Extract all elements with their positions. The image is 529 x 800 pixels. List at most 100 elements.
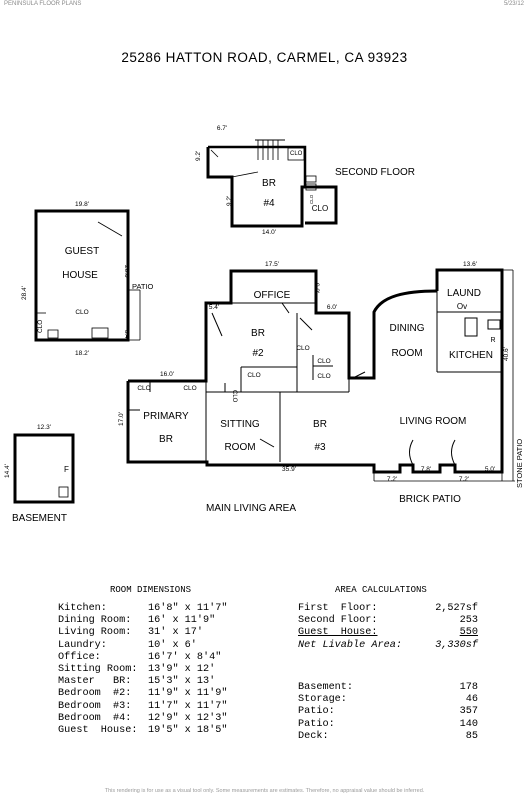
room-dim-row: Living Room: 31' x 17' xyxy=(58,627,258,639)
area-calc-value: 2,527sf xyxy=(435,603,478,614)
room-dim-value: 13'9" x 12' xyxy=(148,664,216,675)
dim-sf-top: 6.7' xyxy=(217,125,227,132)
header-brand: PENINSULA FLOOR PLANS xyxy=(4,1,82,7)
room-dim-label: Kitchen: xyxy=(58,603,107,614)
area-calc-row: Second Floor:253 xyxy=(298,615,478,627)
main-clo-6: CLO xyxy=(317,358,330,365)
dim-patio-3: 7.2' xyxy=(459,476,469,483)
area-calc-label: First Floor: xyxy=(298,603,378,614)
room-dim-value: 12'9" x 12'3" xyxy=(148,712,228,724)
room-dim-row: Office: 16'7' x 8'4" xyxy=(58,652,258,664)
bsmt-f: F xyxy=(64,465,69,474)
gh-clo-side: CLO xyxy=(37,320,44,333)
sf-room-br: BR xyxy=(262,178,276,189)
room-dim-label: Bedroom #3: xyxy=(58,700,132,712)
office-label: OFFICE xyxy=(254,290,291,301)
dim-primary-top: 16.0' xyxy=(160,371,174,378)
area-calc-value: 550 xyxy=(459,627,478,639)
dim-patio-4: 5.0' xyxy=(485,466,495,473)
page-title: 25286 HATTON ROAD, CARMEL, CA 93923 xyxy=(121,50,408,65)
bsmt-label: BASEMENT xyxy=(12,513,67,524)
room-dim-value: 11'7" x 11'7" xyxy=(148,700,228,712)
room-dim-label: Dining Room: xyxy=(58,615,132,627)
room-dimensions-heading: ROOM DIMENSIONS xyxy=(110,585,192,595)
dim-gh-top: 19.8' xyxy=(75,201,89,208)
footer-disclaimer: This rendering is for use as a visual to… xyxy=(104,788,425,794)
kitchen-label: KITCHEN xyxy=(449,350,493,361)
room-dim-label: Office: xyxy=(58,651,101,663)
room-dim-label: Living Room: xyxy=(58,627,132,639)
dim-laund-top: 13.6' xyxy=(463,261,477,268)
dim-bsmt-left: 14.4' xyxy=(4,464,11,478)
primary-line1: PRIMARY xyxy=(143,411,189,422)
gh-clo: CLO xyxy=(75,309,88,316)
area-calc-value: 253 xyxy=(459,615,478,627)
room-dim-value: 31' x 17' xyxy=(148,627,204,639)
area-extra-row: Patio:357 xyxy=(298,706,478,718)
dim-gh-bottom: 18.2' xyxy=(75,350,89,357)
dim-patio-2: 7.8' xyxy=(421,466,431,473)
area-calc-value: 3,330sf xyxy=(435,639,478,651)
fridge-label: R xyxy=(490,337,495,344)
room-dim-value: 11'9" x 11'9" xyxy=(148,688,228,700)
room-dim-label: Laundry: xyxy=(58,639,107,651)
dim-sf-bottom: 14.0' xyxy=(262,229,276,236)
dim-kitchen-right: 40.6' xyxy=(503,347,510,361)
br2-line1: BR xyxy=(251,328,265,339)
primary-line2: BR xyxy=(159,434,173,445)
area-calc-label: Net Livable Area: xyxy=(298,639,402,651)
dim-primary-left: 17.0' xyxy=(118,412,125,426)
dim-office-right: 9.0' xyxy=(313,283,320,293)
dim-gh-right: 20.0' xyxy=(123,265,130,279)
sf-clo-box: CLO xyxy=(312,204,328,213)
header-date: 5/23/12 xyxy=(503,1,524,7)
area-extra-label: Patio: xyxy=(298,706,335,718)
living-label: LIVING ROOM xyxy=(400,416,467,427)
room-dim-value: 15'3" x 13' xyxy=(148,676,216,688)
area-extra-row: Patio: 140 xyxy=(298,719,478,731)
dim-office-right2: 6.0' xyxy=(327,304,337,311)
main-clo-5: CLO xyxy=(296,345,309,352)
oven-label: Ov xyxy=(457,302,467,311)
room-dim-row: Guest House:19'5" x 18'5" xyxy=(58,725,258,737)
room-dim-label: Bedroom #2: xyxy=(58,688,132,700)
main-interior xyxy=(128,291,502,466)
main-clo-2: CLO xyxy=(183,385,196,392)
area-extra-value: 178 xyxy=(459,682,478,693)
second-floor-label: SECOND FLOOR xyxy=(335,167,415,178)
area-extra-row: Deck:85 xyxy=(298,731,478,743)
area-calc-row: Guest House:550 xyxy=(298,627,478,639)
area-extra-value: 85 xyxy=(465,730,478,742)
gh-patio: PATIO xyxy=(132,282,154,291)
gh-line2: HOUSE xyxy=(62,270,98,281)
room-dim-value: 16' x 11'9" xyxy=(148,615,216,627)
sf-clo-top: CLO xyxy=(290,151,303,157)
dim-patio-1: 7.2' xyxy=(387,476,397,483)
dim-bsmt-top: 12.3' xyxy=(37,424,51,431)
dim-gh-right-small: 8.4' xyxy=(123,330,129,340)
area-extra-row: Storage:46 xyxy=(298,694,478,706)
room-dim-value: 16'7' x 8'4" xyxy=(148,651,222,663)
area-extra-value: 46 xyxy=(465,694,478,706)
area-calc-row: Net Livable Area: 3,330sf xyxy=(298,640,478,652)
stone-patio-label: STONE PATIO xyxy=(515,439,524,488)
area-extra-label: Patio: xyxy=(298,718,335,730)
room-dim-row: Dining Room: 16' x 11'9" xyxy=(58,615,258,627)
room-dim-row: Master BR:15'3" x 13' xyxy=(58,676,258,688)
sf-clo-small: CLO xyxy=(309,194,314,204)
br3-line2: #3 xyxy=(314,442,326,453)
area-extra-label: Basement: xyxy=(298,682,354,693)
room-dim-label: Guest House: xyxy=(58,725,138,736)
room-dim-row: Laundry:10' x 6' xyxy=(58,640,258,652)
area-extra-row: Basement: 178 xyxy=(298,682,478,694)
area-extra-value: 140 xyxy=(459,718,478,730)
brick-patio-label: BRICK PATIO xyxy=(399,494,461,505)
dim-main-bottom: 35.9' xyxy=(282,466,296,473)
dim-office-top: 17.5' xyxy=(265,261,279,268)
dim-sf-left-bottom: 9.2' xyxy=(226,196,233,206)
main-clo-4: CLO xyxy=(231,390,237,403)
laund-label: LAUND xyxy=(447,288,481,299)
main-clo-7: CLO xyxy=(317,373,330,380)
main-clo-1: CLO xyxy=(137,385,150,392)
